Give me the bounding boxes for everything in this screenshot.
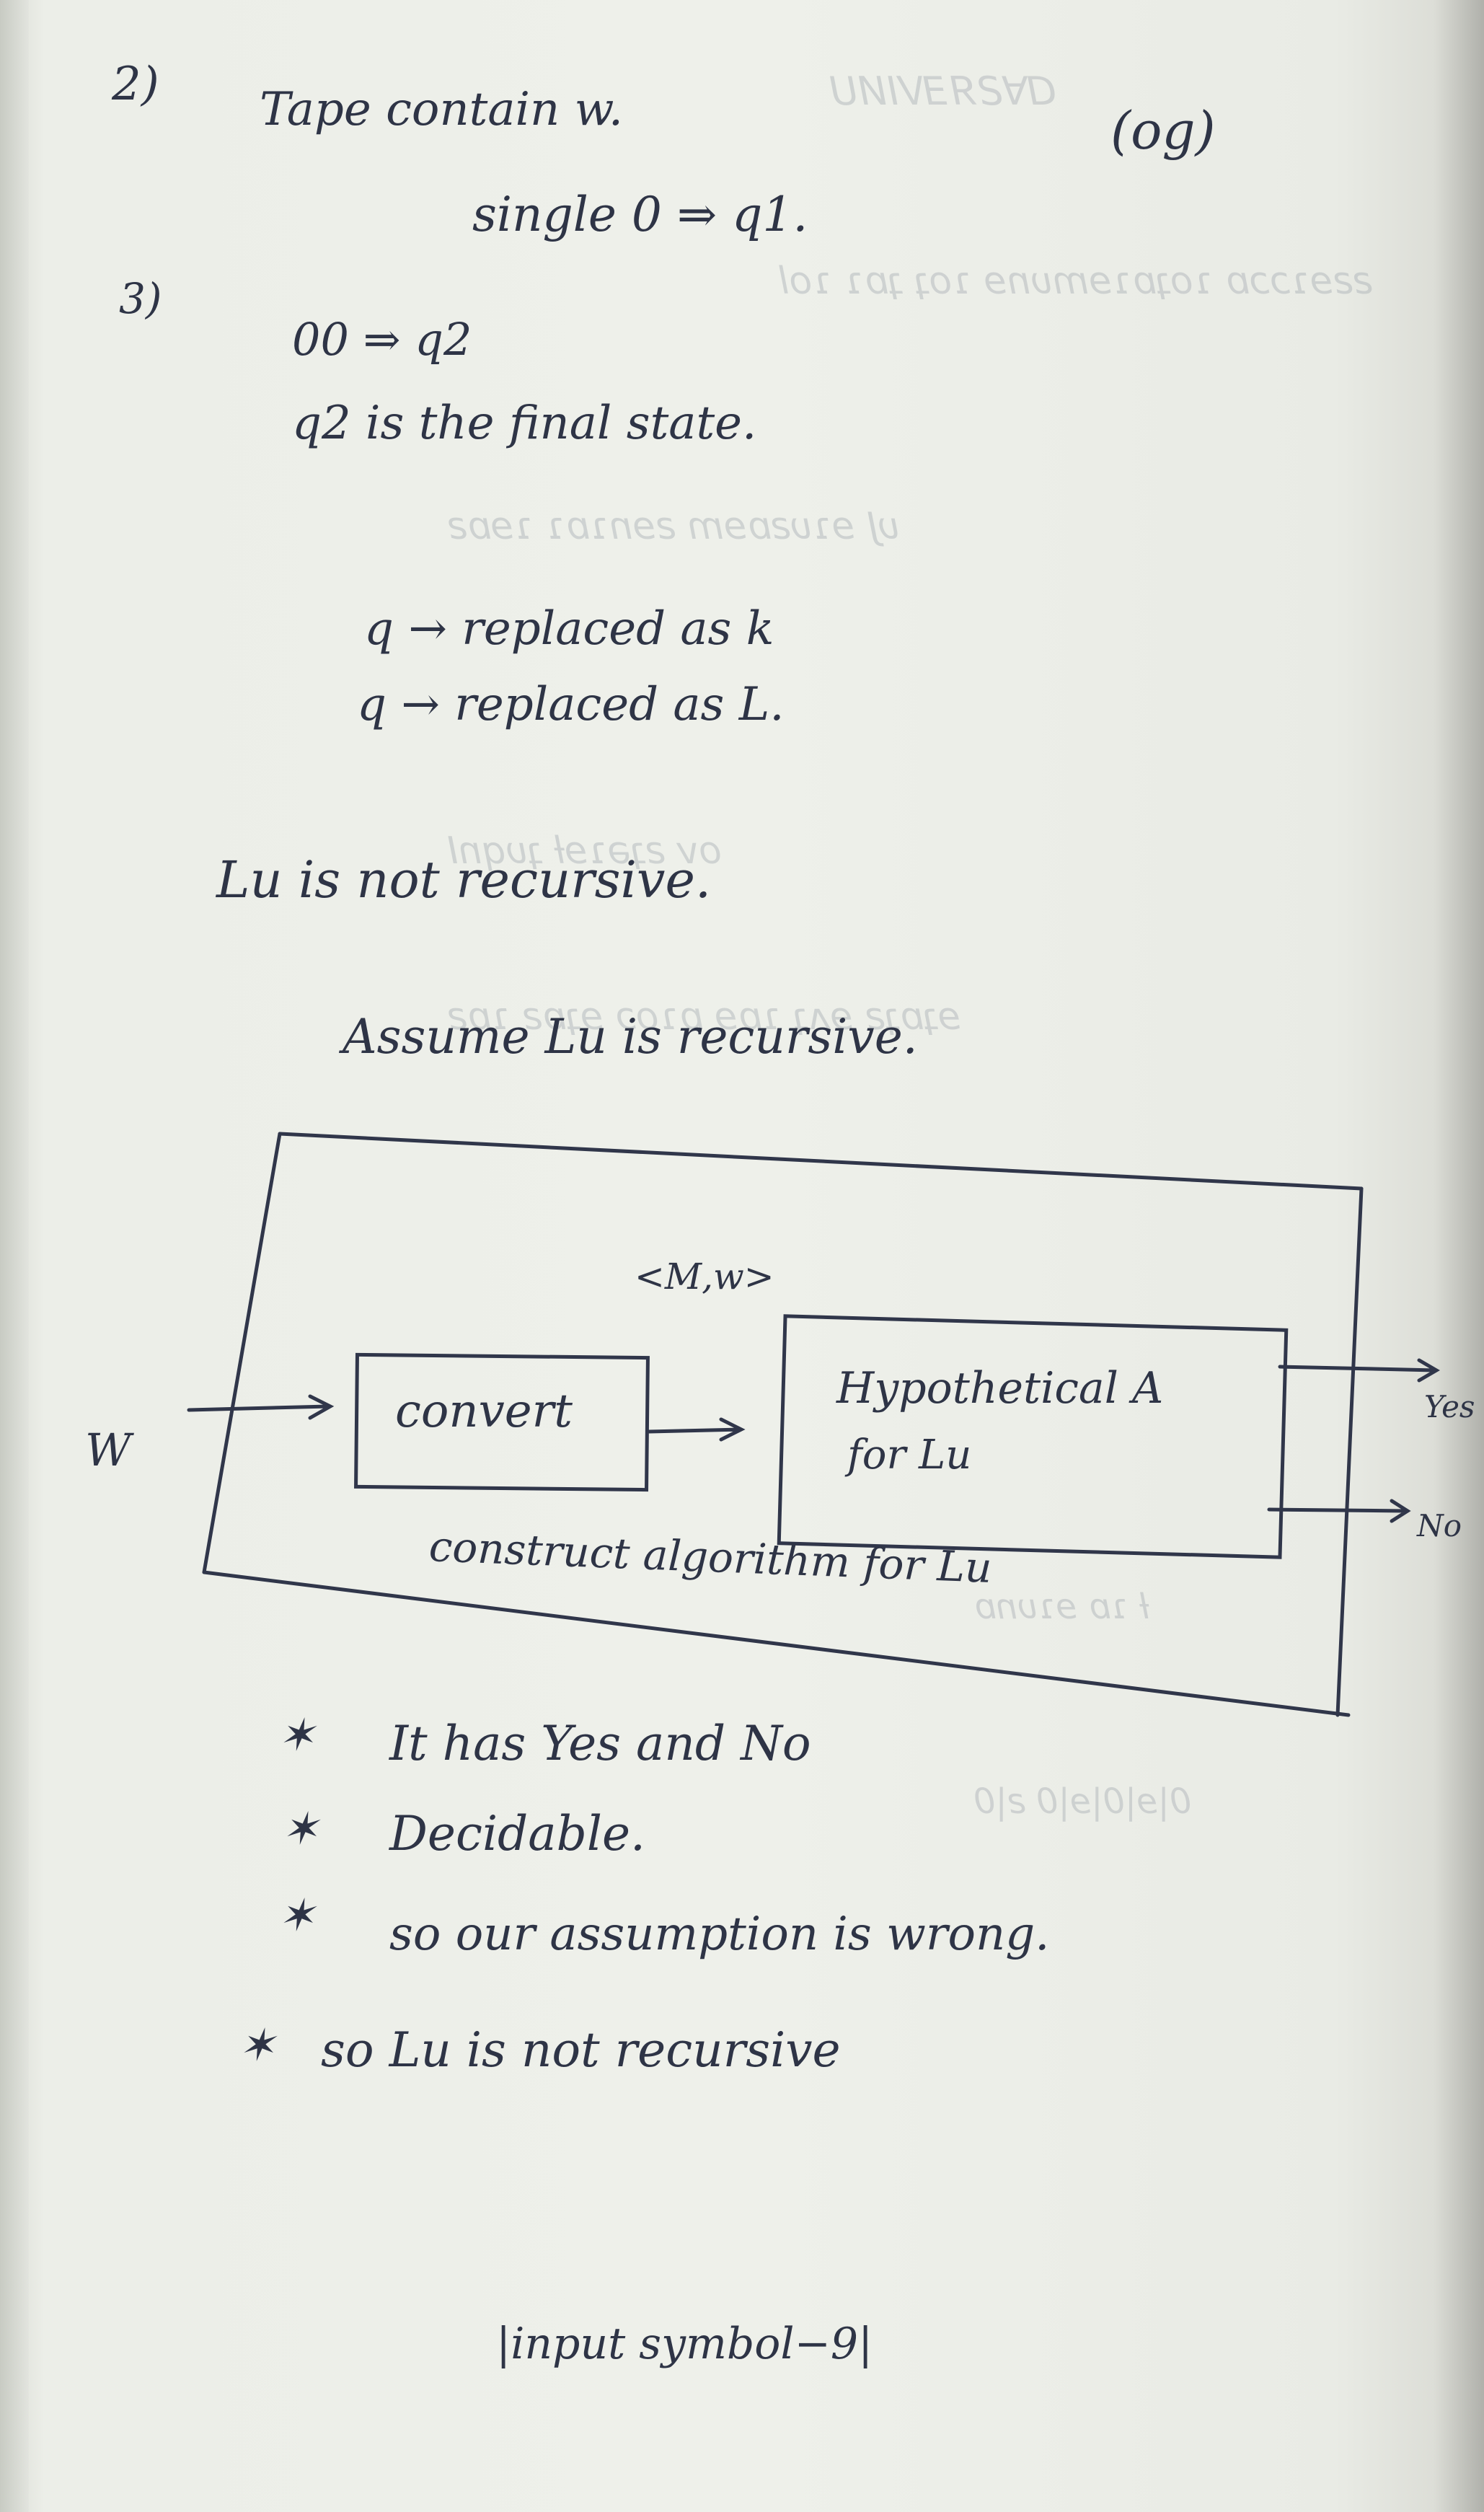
convert-label: convert <box>395 1385 573 1438</box>
note-annotation: (og) <box>1110 100 1216 161</box>
bullet-item: so our assumption is wrong. <box>389 1908 1050 1961</box>
outer-frame-top <box>278 1132 1364 1191</box>
hypothetical-label: Hypothetical A <box>836 1363 1164 1414</box>
convert-arrow <box>647 1417 746 1442</box>
yes-label: Yes <box>1424 1389 1475 1424</box>
diagram-input-label: <M,w> <box>635 1256 774 1297</box>
bullet-mark: ✶ <box>278 1889 315 1942</box>
outer-frame-right <box>1335 1186 1364 1717</box>
diagram-w-label: W <box>85 1424 131 1476</box>
note-line: q2 is the final state. <box>292 397 757 450</box>
page-binding <box>0 0 29 2512</box>
no-arrow <box>1267 1499 1411 1523</box>
hypothetical-label-2: for Lu <box>847 1432 972 1478</box>
step-number: 2) <box>112 58 159 111</box>
note-line: Assume Lu is recursive. <box>343 1009 918 1065</box>
footer-note: |input symbol−9| <box>496 2319 873 2369</box>
bullet-mark: ✶ <box>281 1802 319 1855</box>
note-line: Lu is not recursive. <box>216 850 712 909</box>
bullet-item: It has Yes and No <box>389 1716 811 1771</box>
step-number: 3) <box>119 274 162 323</box>
note-line: q → replaced as k <box>364 602 774 656</box>
note-line: single 0 ⇒ q1. <box>472 187 808 242</box>
bullet-item: so Lu is not recursive <box>321 2022 841 2078</box>
bullet-mark: ✶ <box>238 2019 275 2071</box>
bullet-mark: ✶ <box>278 1709 315 1761</box>
page-edge-shadow <box>1434 0 1484 2512</box>
no-label: No <box>1417 1508 1462 1543</box>
note-line: 00 ⇒ q2 <box>292 313 472 366</box>
outer-frame-bottom <box>202 1570 1351 1717</box>
note-line: Tape contain w. <box>260 83 624 136</box>
outer-frame-left <box>202 1132 282 1574</box>
yes-arrow <box>1278 1358 1440 1383</box>
note-line: q → replaced as L. <box>357 678 785 731</box>
bullet-item: Decidable. <box>389 1806 646 1861</box>
input-arrow <box>187 1394 335 1420</box>
